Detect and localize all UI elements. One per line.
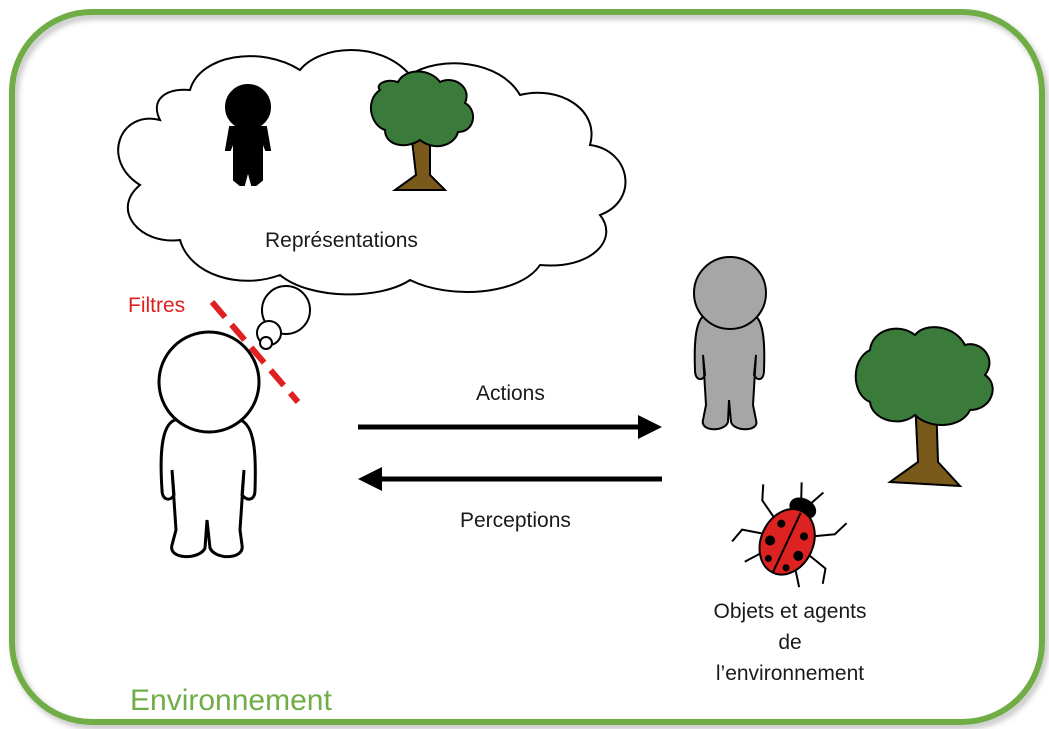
arrow-right (358, 415, 662, 439)
environment-frame (9, 9, 1045, 725)
ladybug-icon (731, 482, 848, 588)
arrow-left (358, 467, 662, 491)
objects-label-line1: Objets et agents (713, 600, 867, 623)
tree-icon (854, 326, 994, 488)
representations-label: Représentations (265, 229, 418, 252)
environment-label: Environnement (130, 684, 332, 717)
objects-label-line3: l’environnement (715, 662, 865, 685)
thought-cloud (117, 49, 627, 350)
tree-icon (370, 70, 474, 191)
filter-line (209, 300, 301, 404)
perceptions-label: Perceptions (460, 509, 571, 532)
person-icon (157, 330, 261, 559)
actions-label: Actions (476, 382, 545, 405)
objects-agents-label: Objets et agents de l’environnement (690, 596, 890, 689)
filters-label: Filtres (128, 294, 186, 317)
person-icon (224, 84, 272, 186)
person-icon (693, 256, 767, 431)
objects-label-line2: de (778, 631, 802, 654)
thought-bubble-small (259, 336, 273, 350)
